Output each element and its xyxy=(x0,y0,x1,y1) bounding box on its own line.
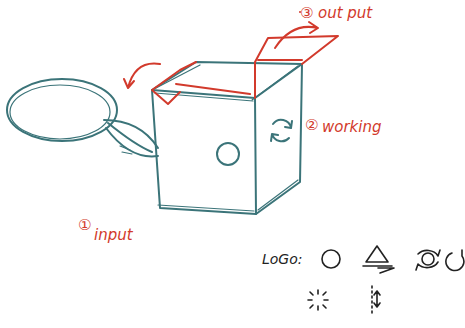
callout-number: ② xyxy=(305,118,318,133)
logo-heading: LoGo: xyxy=(262,252,303,266)
speech-bubble xyxy=(7,79,158,156)
logo-symbols xyxy=(308,246,464,314)
callout-number: ① xyxy=(78,218,91,233)
stage-label: out put xyxy=(318,6,372,21)
stage-label: input xyxy=(94,228,133,243)
callout-number: ③ xyxy=(300,6,313,21)
stage-label: working xyxy=(322,120,382,135)
cube-box xyxy=(152,62,302,214)
output-flaps xyxy=(124,12,338,104)
